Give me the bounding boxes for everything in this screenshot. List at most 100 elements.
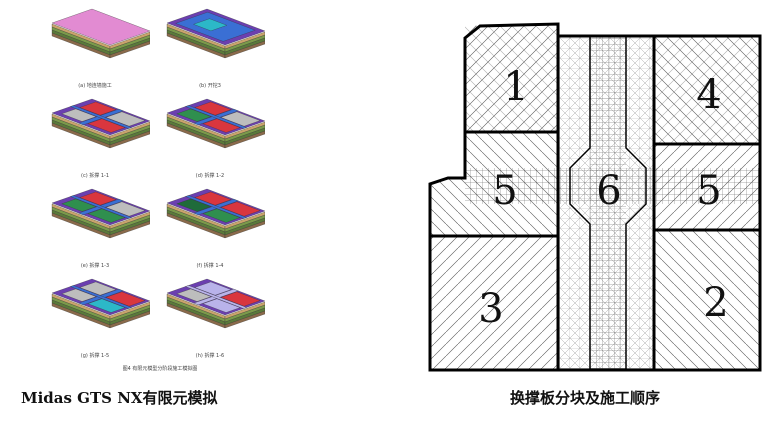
model-cell-a: (a) 地连墙施工 — [40, 5, 150, 91]
model-block — [79, 191, 117, 206]
model-block — [87, 118, 126, 133]
model-caption-c: (c) 拆撑 1-1 — [81, 173, 109, 179]
model-caption-d: (d) 拆撑 1-2 — [195, 173, 225, 179]
soil-layer-side — [109, 121, 150, 140]
model-block — [176, 198, 212, 212]
model-cell-f: (f) 拆撑 1-4 — [155, 185, 265, 271]
soil-layer-side — [224, 121, 265, 140]
block-boundaries — [428, 22, 762, 372]
model-block — [194, 281, 232, 296]
model-block — [176, 108, 212, 122]
soil-layer-side — [224, 37, 265, 56]
model-block — [184, 105, 248, 129]
model-block — [51, 8, 150, 46]
soil-layer-side — [109, 37, 150, 56]
model-block — [220, 201, 261, 217]
soil-layer-side — [109, 220, 150, 239]
soil-layer-side — [224, 310, 265, 329]
model-block — [61, 108, 97, 122]
model-block — [61, 198, 97, 212]
fem-model-panel: (a) 地连墙施工 (b) 开挖3 (c) 拆撑 1-1 (d) 拆撑 1-2 … — [40, 5, 280, 373]
model-block — [220, 111, 261, 127]
model-block — [61, 288, 97, 302]
model-cell-g: (g) 拆撑 1-5 — [40, 275, 150, 361]
model-block — [194, 101, 232, 116]
model-block — [87, 208, 126, 223]
model-block — [105, 111, 146, 127]
soil-layer-side — [224, 124, 265, 143]
model-caption-b: (b) 开挖3 — [199, 83, 221, 89]
soil-layer-side — [224, 31, 265, 50]
soil-layer-side — [109, 310, 150, 329]
region-label-2: 2 — [703, 280, 728, 326]
figure-caption: 图4 有限元模型分阶段施工模拟图 — [122, 366, 198, 372]
soil-layer-side — [109, 307, 150, 326]
region-label-5b: 5 — [696, 168, 721, 214]
region-label-4: 4 — [696, 72, 721, 118]
model-block — [87, 298, 126, 313]
soil-layer-side — [109, 34, 150, 53]
model-block — [193, 18, 228, 32]
model-caption-e: (e) 拆撑 1-3 — [80, 263, 110, 269]
soil-layer-side — [224, 127, 265, 146]
soil-layer-side — [224, 301, 265, 320]
soil-layer-side — [109, 211, 150, 230]
soil-layer-side — [224, 40, 265, 59]
soil-layer-side — [224, 304, 265, 323]
soil-layer-side — [109, 40, 150, 59]
model-cell-d: (d) 拆撑 1-2 — [155, 95, 265, 181]
model-caption-h: (h) 拆撑 1-6 — [195, 353, 225, 359]
model-block — [79, 101, 117, 116]
soil-layer-side — [224, 220, 265, 239]
model-block — [79, 281, 117, 296]
model-caption-f: (f) 拆撑 1-4 — [196, 263, 224, 269]
soil-layer-side — [224, 211, 265, 230]
soil-layer-side — [109, 304, 150, 323]
region-label-3: 3 — [478, 286, 503, 332]
model-cell-b: (b) 开挖3 — [155, 5, 265, 91]
soil-layer-side — [109, 214, 150, 233]
model-caption-g: (g) 拆撑 1-5 — [80, 353, 110, 359]
soil-layer-side — [224, 217, 265, 236]
model-e-graphic — [51, 188, 150, 239]
model-b-graphic — [166, 8, 265, 59]
model-cell-h: (h) 拆撑 1-6 — [155, 275, 265, 361]
soil-layer-side — [109, 130, 150, 149]
model-cell-c: (c) 拆撑 1-1 — [40, 95, 150, 181]
model-block — [105, 291, 146, 307]
model-block — [176, 288, 212, 302]
slab-plan-diagram: 1 4 5 6 5 3 2 — [428, 22, 762, 372]
model-h-graphic — [166, 278, 265, 329]
left-panel-caption: Midas GTS NX有限元模拟 — [21, 389, 218, 407]
model-a-graphic — [51, 8, 150, 59]
model-block — [69, 195, 133, 219]
soil-layer-side — [109, 301, 150, 320]
strip-boundaries — [569, 36, 647, 370]
model-block — [202, 208, 241, 223]
model-block — [69, 105, 133, 129]
soil-layer-side — [224, 307, 265, 326]
region-label-6: 6 — [596, 168, 621, 214]
model-block — [220, 291, 261, 307]
soil-layer-side — [109, 124, 150, 143]
model-block — [184, 195, 248, 219]
model-block — [184, 285, 248, 309]
soil-layer-side — [224, 34, 265, 53]
slab-outline — [430, 24, 760, 370]
model-c-graphic — [51, 98, 150, 149]
model-g-graphic — [51, 278, 150, 329]
soil-layer-side — [109, 127, 150, 146]
region-label-1: 1 — [503, 64, 528, 110]
model-cell-e: (e) 拆撑 1-3 — [40, 185, 150, 271]
slab-plan-panel: 1 4 5 6 5 3 2 — [410, 8, 779, 378]
model-d-graphic — [166, 98, 265, 149]
soil-layer-side — [224, 130, 265, 149]
model-block — [105, 201, 146, 217]
model-f-graphic — [166, 188, 265, 239]
model-block — [69, 285, 133, 309]
model-block — [202, 118, 241, 133]
region-label-5a: 5 — [492, 168, 517, 214]
right-panel-caption: 换撑板分块及施工顺序 — [510, 389, 661, 407]
region-labels: 1 4 5 6 5 3 2 — [478, 64, 728, 332]
soil-layer-side — [109, 217, 150, 236]
